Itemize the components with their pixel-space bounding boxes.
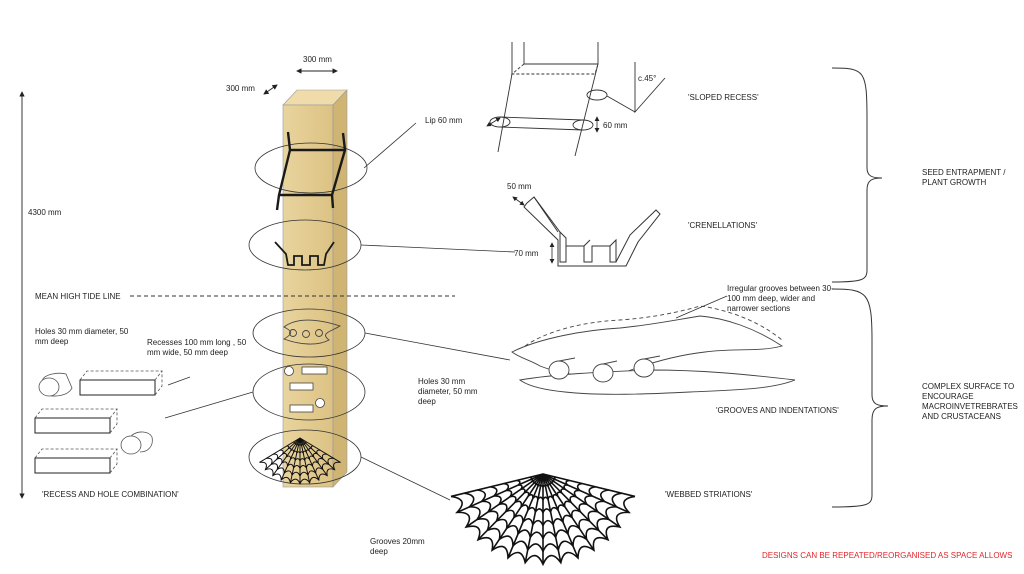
post-web — [259, 437, 341, 485]
post-depth-arrow — [263, 84, 278, 95]
recess-hole-combo-title: 'RECESS AND HOLE COMBINATION' — [42, 490, 179, 499]
angle-label: c.45° — [638, 74, 657, 83]
lip-arrow — [486, 117, 501, 127]
lip-label: Lip 60 mm — [425, 116, 463, 125]
footer-note: DESIGNS CAN BE REPEATED/REORGANISED AS S… — [762, 551, 1013, 560]
post-sloped-recess — [275, 131, 347, 211]
webbed-striations-title: 'WEBBED STRIATIONS' — [665, 490, 753, 499]
post-crenellations — [274, 241, 335, 266]
sloped-recess-detail — [489, 42, 666, 157]
crenellations-detail — [523, 196, 661, 267]
grooves-indentations-title: 'GROOVES AND INDENTATIONS' — [716, 406, 839, 415]
leader-lines — [164, 122, 728, 501]
post-recess-holes — [284, 366, 328, 413]
cren-depth-label: 70 mm — [514, 249, 539, 258]
holes-left-note: Holes 30 mm diameter, 50 mm deep — [35, 327, 129, 346]
post-depth-label: 300 mm — [226, 84, 255, 93]
group-braces — [831, 67, 889, 508]
grooves-depth-note: Grooves 20mm deep — [370, 537, 425, 556]
irregular-grooves-note: Irregular grooves between 30-100 mm deep… — [727, 284, 834, 313]
mean-high-tide-label: MEAN HIGH TIDE LINE — [35, 292, 121, 301]
post-width-label: 300 mm — [303, 55, 332, 64]
complex-surface-group: COMPLEX SURFACE TO ENCOURAGE MACROINVETR… — [922, 382, 1018, 421]
seed-entrapment-group: SEED ENTRAPMENT / PLANT GROWTH — [922, 168, 1006, 187]
recess-hole-combo-detail — [34, 370, 163, 474]
web-detail — [450, 473, 636, 567]
sloped-recess-title: 'SLOPED RECESS' — [688, 93, 759, 102]
post-grooves — [282, 319, 342, 345]
cren-width-arrow — [512, 196, 525, 206]
crenellations-title: 'CRENELLATIONS' — [688, 221, 758, 230]
post-height-label: 4300 mm — [28, 208, 62, 217]
recesses-note: Recesses 100 mm long , 50 mm wide, 50 mm… — [147, 338, 247, 357]
grooves-detail — [511, 305, 796, 395]
cren-width-label: 50 mm — [507, 182, 532, 191]
holes-right-note: Holes 30 mm diameter, 50 mm deep — [418, 377, 478, 406]
recess-depth-label: 60 mm — [603, 121, 628, 130]
